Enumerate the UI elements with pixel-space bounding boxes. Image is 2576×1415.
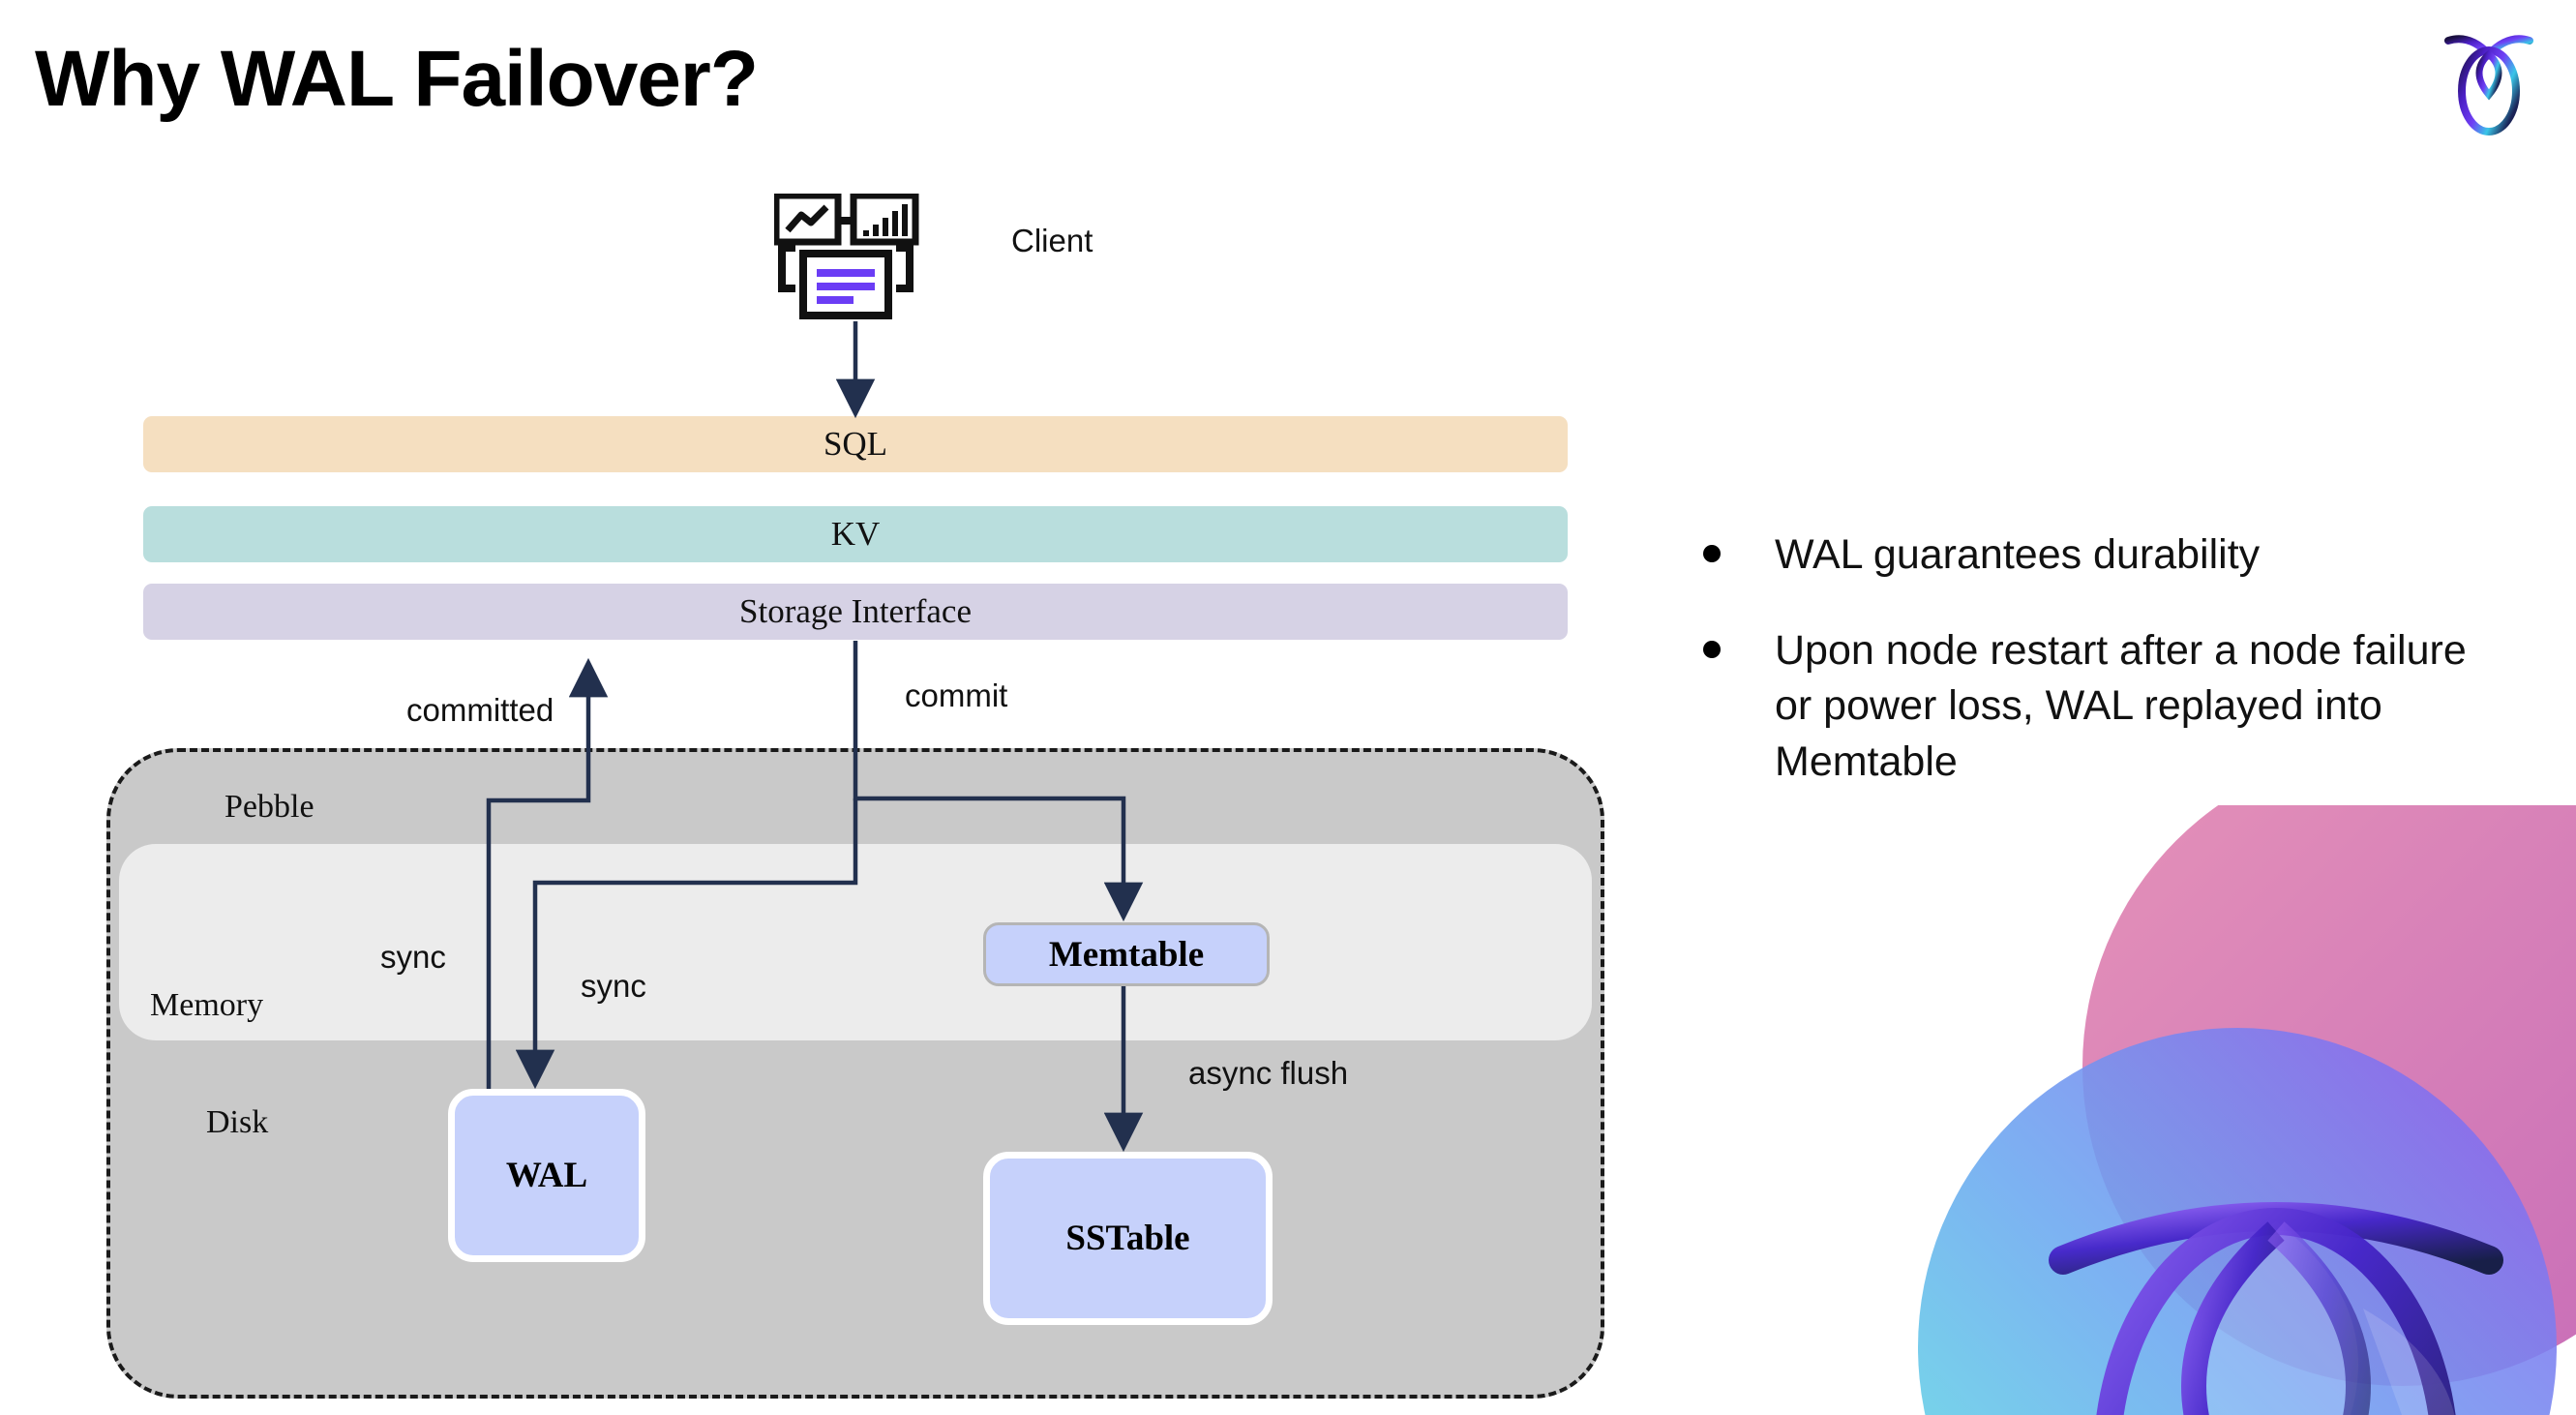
- node-sstable-label: SSTable: [1065, 1219, 1190, 1258]
- memory-label: Memory: [150, 987, 264, 1023]
- memory-region: [119, 844, 1592, 1040]
- node-wal: WAL: [448, 1089, 645, 1262]
- edge-label-sync-1: sync: [380, 939, 446, 975]
- client-dashboard-icon: [774, 194, 919, 319]
- cockroachdb-logo-icon: [2444, 35, 2533, 135]
- node-sstable: SSTable: [983, 1152, 1273, 1325]
- edge-label-async-flush: async flush: [1188, 1055, 1349, 1091]
- layer-label-storage: Storage Interface: [739, 592, 972, 630]
- list-item: Upon node restart after a node failure o…: [1703, 623, 2497, 790]
- cockroachdb-decorative-circles-icon: [1918, 805, 2576, 1415]
- bullet-text: WAL guarantees durability: [1775, 531, 2261, 578]
- bullet-text: Upon node restart after a node failure o…: [1775, 627, 2467, 785]
- bullet-list: WAL guarantees durability Upon node rest…: [1703, 527, 2497, 830]
- node-wal-label: WAL: [505, 1156, 588, 1195]
- layer-bar-storage: Storage Interface: [143, 584, 1568, 640]
- disk-label: Disk: [206, 1104, 269, 1140]
- bullet-dot-icon: [1703, 641, 1721, 659]
- list-item: WAL guarantees durability: [1703, 527, 2497, 583]
- edge-label-sync-2: sync: [581, 968, 646, 1004]
- page-title: Why WAL Failover?: [35, 35, 759, 123]
- node-memtable-label: Memtable: [1048, 934, 1205, 975]
- layer-label-sql: SQL: [823, 425, 888, 463]
- edge-label-committed: committed: [406, 692, 554, 728]
- client-label: Client: [1011, 223, 1093, 258]
- layer-bar-kv: KV: [143, 506, 1568, 562]
- layer-bar-sql: SQL: [143, 416, 1568, 472]
- pebble-label: Pebble: [225, 789, 315, 825]
- layer-label-kv: KV: [830, 515, 881, 553]
- edge-label-commit: commit: [905, 677, 1008, 713]
- bullet-dot-icon: [1703, 545, 1721, 562]
- node-memtable: Memtable: [983, 922, 1270, 986]
